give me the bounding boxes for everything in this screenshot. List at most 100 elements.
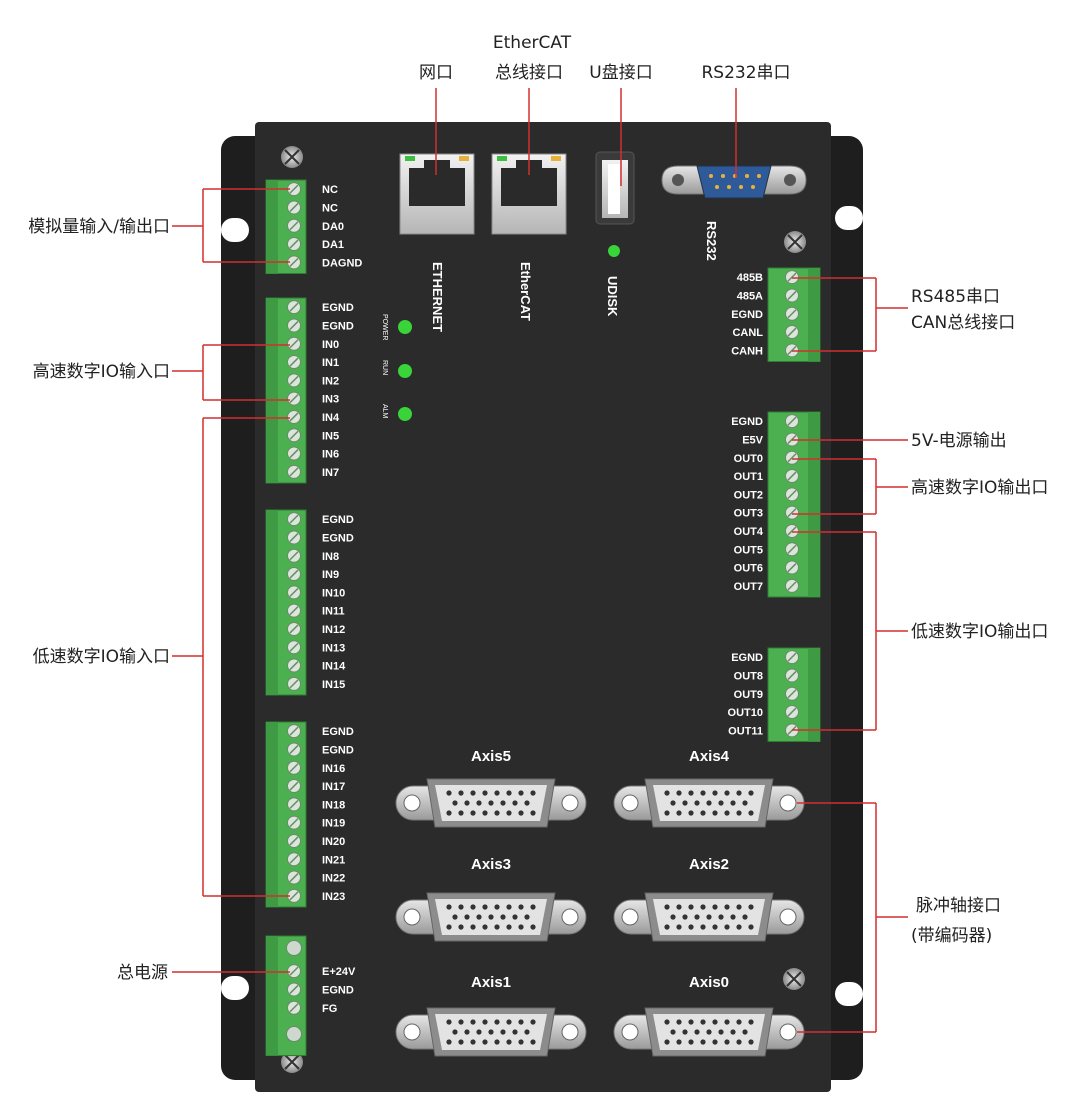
- pin-label: OUT0: [734, 453, 763, 465]
- pin-label: E+24V: [322, 966, 356, 978]
- hs-output-label: 高速数字IO输出口: [911, 478, 1048, 498]
- rs485-label: RS485串口: [911, 287, 1000, 307]
- pin-label: OUT11: [728, 725, 763, 737]
- 5v-output-label: 5V-电源输出: [911, 431, 1007, 451]
- screw-icon: [281, 1051, 303, 1073]
- pin-label: IN19: [322, 818, 345, 830]
- udisk-led: [608, 245, 620, 257]
- pin-label: IN17: [322, 781, 345, 793]
- output-terminal-a[interactable]: [767, 411, 821, 598]
- pin-label: OUT9: [734, 689, 763, 701]
- ls-output-label: 低速数字IO输出口: [911, 622, 1048, 642]
- pin-label: CANH: [731, 345, 763, 357]
- pin-label: 485A: [737, 290, 763, 302]
- pin-label: OUT4: [734, 526, 764, 538]
- pin-label: IN14: [322, 661, 346, 673]
- axis4-label: Axis4: [689, 748, 730, 765]
- rs485-can-terminal[interactable]: [767, 267, 821, 362]
- pulse-axis-label: 脉冲轴接口: [916, 896, 1001, 916]
- led-label-alm: ALM: [381, 404, 388, 419]
- output-terminal-b[interactable]: [767, 647, 821, 742]
- input-terminal-b[interactable]: [265, 509, 307, 696]
- pin-label: IN4: [322, 412, 340, 424]
- pin-label: DA1: [322, 239, 344, 251]
- hs-input-label: 高速数字IO输入口: [33, 362, 170, 382]
- pin-label: IN2: [322, 375, 339, 387]
- ethernet-port[interactable]: [399, 153, 475, 235]
- pin-label: IN12: [322, 624, 345, 636]
- pin-label: OUT6: [734, 563, 763, 575]
- power-terminal[interactable]: [265, 935, 307, 1056]
- pin-label: OUT7: [734, 581, 763, 593]
- pin-label: EGND: [731, 652, 763, 664]
- ethercat-bus-label-1: EtherCAT: [493, 33, 572, 53]
- rs232-label: RS232: [704, 221, 719, 261]
- run-led: [398, 364, 412, 378]
- pin-label: E5V: [742, 434, 763, 446]
- ethernet-label: ETHERNET: [430, 262, 445, 332]
- axis1-port[interactable]: [395, 1007, 587, 1057]
- pin-label: EGND: [322, 302, 354, 314]
- pin-label: OUT10: [728, 707, 763, 719]
- pin-label: OUT8: [734, 670, 763, 682]
- terminal-screw-icon: [286, 1026, 302, 1043]
- analog-io-label: 模拟量输入/输出口: [28, 217, 170, 237]
- pin-label: IN22: [322, 873, 345, 885]
- screw-icon: [783, 968, 805, 990]
- can-label: CAN总线接口: [911, 313, 1015, 333]
- controller-panel: [255, 122, 831, 1092]
- axis5-label: Axis5: [471, 748, 511, 765]
- net-label: 网口: [419, 63, 453, 83]
- ethercat-bus-label-2: 总线接口: [495, 63, 563, 83]
- input-terminal-a[interactable]: [265, 297, 307, 484]
- slot-right-1: [835, 206, 863, 230]
- rs232-port[interactable]: [661, 165, 807, 199]
- pin-label: OUT1: [734, 471, 763, 483]
- analog-io-terminal[interactable]: [265, 179, 307, 274]
- input-terminal-c[interactable]: [265, 721, 307, 908]
- pin-label: DA0: [322, 221, 344, 233]
- slot-right-2: [835, 982, 863, 1006]
- pin-label: IN10: [322, 587, 345, 599]
- screw-icon: [281, 146, 303, 168]
- pin-label: IN0: [322, 339, 339, 351]
- pin-label: EGND: [731, 416, 763, 428]
- pin-label: FG: [322, 1003, 337, 1015]
- axis3-label: Axis3: [471, 856, 511, 873]
- pulse-axis-sub-label: (带编码器): [911, 926, 992, 946]
- pin-label: IN23: [322, 891, 345, 903]
- axis2-label: Axis2: [689, 856, 729, 873]
- pin-label: EGND: [322, 984, 354, 996]
- terminal-screw-icon: [286, 940, 302, 956]
- pin-label: 485B: [737, 272, 763, 284]
- led-label-power: POWER: [381, 314, 388, 340]
- pin-label: IN5: [322, 430, 339, 442]
- udisk-port[interactable]: [595, 151, 635, 225]
- axis0-label: Axis0: [689, 974, 729, 991]
- pin-label: IN11: [322, 606, 345, 618]
- axis3-port[interactable]: [395, 892, 587, 942]
- screw-icon: [784, 231, 806, 253]
- udisk-label: UDISK: [605, 276, 620, 317]
- axis1-label: Axis1: [471, 974, 511, 991]
- pin-label: IN21: [322, 854, 345, 866]
- ls-input-label: 低速数字IO输入口: [33, 647, 170, 667]
- alm-led: [398, 407, 412, 421]
- ethercat-port[interactable]: [491, 153, 567, 235]
- pin-label: IN18: [322, 799, 345, 811]
- ethercat-label: EtherCAT: [518, 262, 533, 321]
- rs232-serial-label: RS232串口: [701, 63, 790, 83]
- pin-label: IN13: [322, 642, 345, 654]
- pin-label: OUT5: [734, 544, 763, 556]
- pin-label: NC: [322, 202, 338, 214]
- axis2-port[interactable]: [613, 892, 805, 942]
- pin-label: EGND: [322, 320, 354, 332]
- axis4-port[interactable]: [613, 778, 805, 828]
- pin-label: IN15: [322, 679, 345, 691]
- power-led: [398, 320, 412, 334]
- pin-label: CANL: [732, 327, 763, 339]
- pin-label: IN20: [322, 836, 345, 848]
- pin-label: IN1: [322, 357, 339, 369]
- axis0-port[interactable]: [613, 1007, 805, 1057]
- axis5-port[interactable]: [395, 778, 587, 828]
